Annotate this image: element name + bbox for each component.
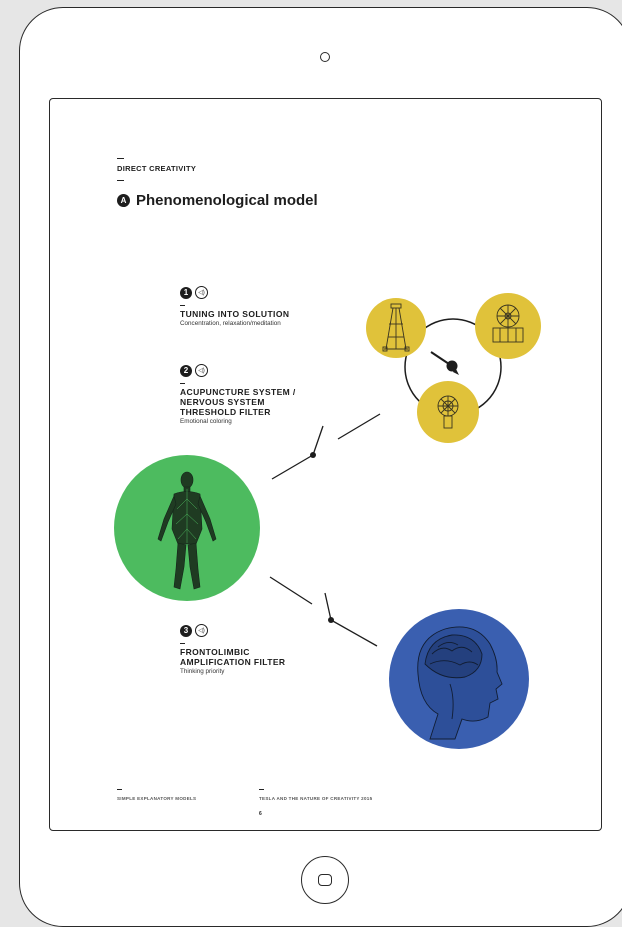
speaker-icon[interactable]: ◁) (195, 364, 208, 377)
step-2: 2 ◁) ACUPUNCTURE SYSTEM / NERVOUS SYSTEM… (180, 364, 296, 425)
camera-icon (320, 52, 330, 62)
title-dash (117, 180, 124, 181)
coil-icon (417, 381, 479, 443)
step-1: 1 ◁) TUNING INTO SOLUTION Concentration,… (180, 286, 289, 327)
step-1-number: 1 (180, 286, 192, 299)
kicker-dash (117, 158, 124, 159)
step-1-title: TUNING INTO SOLUTION (180, 309, 290, 319)
footer-left-dash (117, 789, 122, 790)
page-title: Phenomenological model (136, 192, 318, 209)
connector-switch (312, 425, 324, 456)
connector-line (271, 454, 314, 480)
step-2-subtitle: Emotional coloring (180, 418, 232, 425)
brain-head-illustration (389, 609, 529, 749)
page-screen: DIRECT CREATIVITY A Phenomenological mod… (49, 98, 602, 831)
section-kicker: DIRECT CREATIVITY (117, 164, 197, 173)
section-badge: A (117, 194, 130, 207)
step-1-subtitle: Concentration, relaxation/meditation (180, 320, 281, 327)
connector-line (337, 413, 381, 440)
connector-node (310, 452, 316, 458)
home-button[interactable] (301, 856, 349, 904)
connector-line (330, 619, 378, 647)
human-body-illustration (114, 455, 260, 601)
footer-left: SIMPLE EXPLANATORY MODELS (117, 796, 197, 801)
step-3: 3 ◁) FRONTOLIMBIC AMPLIFICATION FILTER T… (180, 624, 285, 675)
step-2-number: 2 (180, 364, 192, 377)
connector-line (269, 576, 313, 605)
footer-center: TESLA AND THE NATURE OF CREATIVITY 2015 (259, 796, 373, 801)
speaker-icon[interactable]: ◁) (195, 624, 208, 637)
step-1-dash (180, 305, 185, 306)
diagram (114, 293, 541, 749)
home-square-icon (318, 874, 332, 886)
step-3-title: FRONTOLIMBIC AMPLIFICATION FILTER (180, 647, 286, 667)
cycle-pointer (453, 367, 459, 375)
step-3-number: 3 (180, 624, 192, 637)
footer-center-dash (259, 789, 264, 790)
step-2-dash (180, 383, 185, 384)
tower-icon (366, 298, 426, 358)
machine-icon (475, 293, 541, 359)
step-3-subtitle: Thinking priority (180, 668, 225, 675)
page-number: 6 (259, 811, 263, 817)
connector-switch (324, 592, 332, 621)
step-2-title: ACUPUNCTURE SYSTEM / NERVOUS SYSTEM THRE… (180, 387, 296, 417)
step-3-dash (180, 643, 185, 644)
speaker-icon[interactable]: ◁) (195, 286, 208, 299)
page-title-row: A Phenomenological model (117, 192, 318, 209)
